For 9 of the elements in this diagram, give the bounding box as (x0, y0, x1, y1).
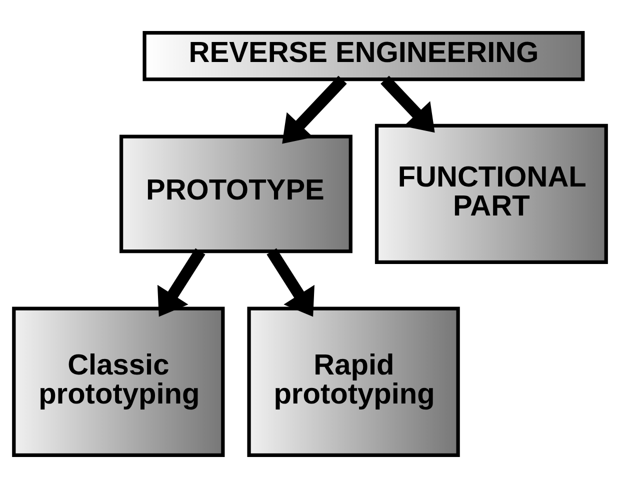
node-box: PROTOTYPE (120, 134, 352, 254)
arrow (380, 76, 435, 133)
arrow (282, 76, 347, 144)
node-box: Rapid prototyping (247, 306, 460, 457)
arrow (266, 248, 314, 317)
node-box: REVERSE ENGINEERING (142, 31, 585, 82)
arrow (157, 248, 206, 317)
node-box: Classic prototyping (12, 306, 225, 457)
node-box: FUNCTIONAL PART (374, 124, 608, 264)
